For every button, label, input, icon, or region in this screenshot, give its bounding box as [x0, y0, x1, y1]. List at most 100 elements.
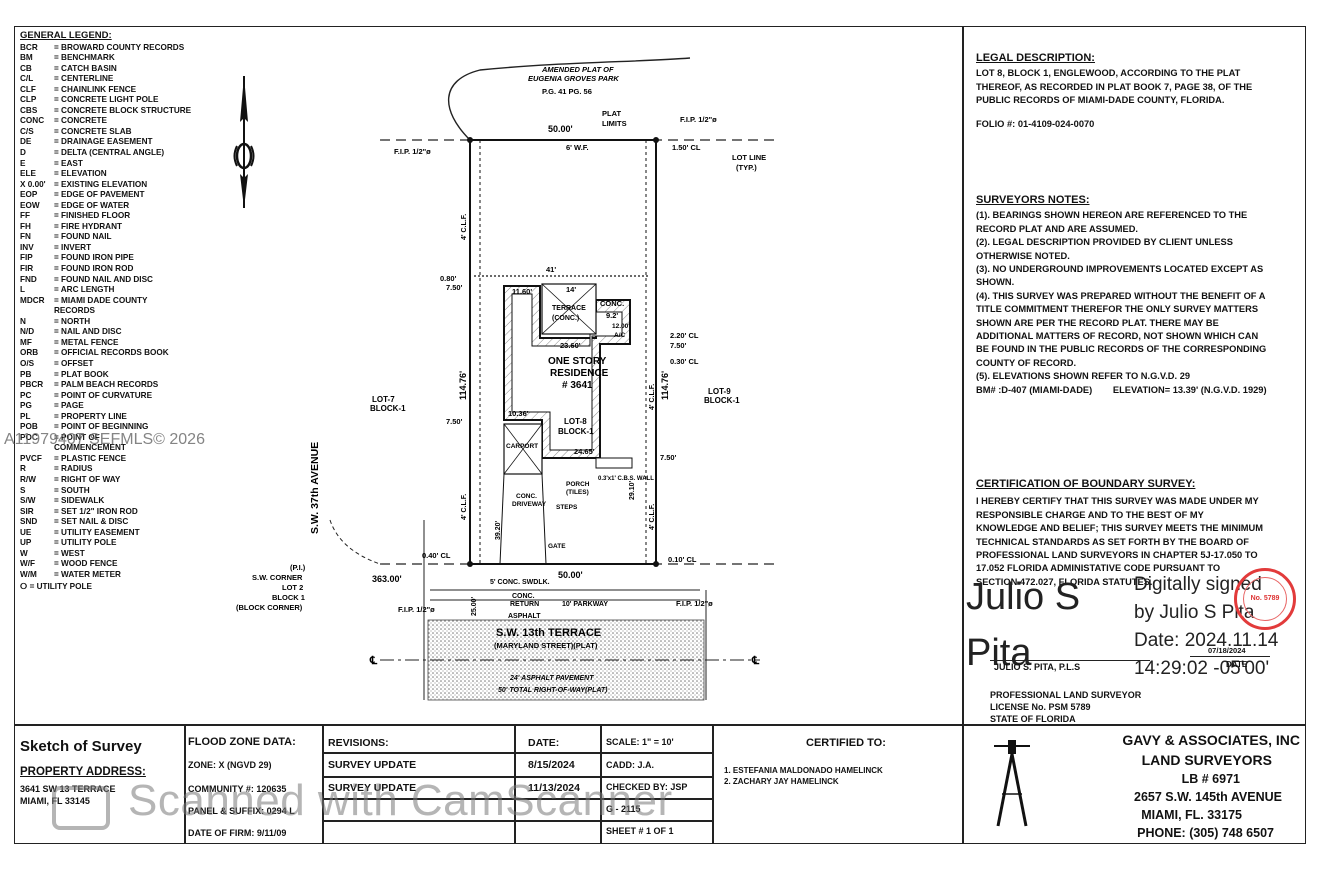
- legend-abbr: N: [20, 316, 26, 326]
- plat-title-2: EUGENIA GROVES PARK: [528, 74, 619, 83]
- license-number: LICENSE No. PSM 5789: [990, 702, 1091, 712]
- note-line: COUNTY OF RECORD.: [976, 357, 1077, 368]
- note-line: (4). THIS SURVEY WAS PREPARED WITHOUT TH…: [976, 290, 1266, 301]
- lot9-label: LOT-9: [708, 387, 731, 396]
- dim-36300: 363.00': [372, 574, 402, 584]
- sheet-number: SHEET # 1 OF 1: [606, 826, 674, 836]
- general-legend: GENERAL LEGEND: BCR= BROWARD COUNTY RECO…: [20, 30, 220, 593]
- legend-item: COMMENCEMENT: [20, 443, 220, 454]
- legend-desc: COMMENCEMENT: [54, 443, 126, 453]
- legend-desc: = SIDEWALK: [54, 496, 105, 506]
- legend-desc: = FOUND IRON ROD: [54, 264, 134, 274]
- legend-desc: = EDGE OF WATER: [54, 200, 130, 210]
- legend-desc: = PLASTIC FENCE: [54, 453, 127, 463]
- return: RETURN: [510, 601, 539, 608]
- legend-item: O/S= OFFSET: [20, 359, 220, 370]
- legend-abbr: PBCR: [20, 380, 44, 390]
- date-line: [1190, 656, 1270, 657]
- legend-item: W/M= WATER METER: [20, 570, 220, 581]
- residence-3: # 3641: [562, 380, 593, 391]
- legend-item: PC= POINT OF CURVATURE: [20, 391, 220, 402]
- dim-750c: 7.50': [446, 417, 463, 426]
- cert-line: 17.052 FLORIDA ADMINISTATIVE CODE PURSUA…: [976, 563, 1221, 574]
- legend-item: R= RADIUS: [20, 464, 220, 475]
- panel-suffix: PANEL & SUFFIX: 0294 L: [188, 806, 295, 816]
- legend-item: X 0.00'= EXISTING ELEVATION: [20, 180, 220, 191]
- centerline-west: ℄: [369, 655, 378, 667]
- firm-date: DATE OF FIRM: 9/11/09: [188, 828, 287, 838]
- legend-item: UE= UTILITY EASEMENT: [20, 528, 220, 539]
- folio-number: FOLIO #: 01-4109-024-0070: [976, 118, 1095, 129]
- porch: PORCH: [566, 481, 590, 488]
- tb-divider: [514, 724, 516, 844]
- legend-abbr: X 0.00': [20, 179, 46, 189]
- legend-abbr: D: [20, 148, 26, 158]
- tb-divider: [322, 724, 324, 844]
- sign-date: 07/18/2024: [1208, 646, 1246, 655]
- legend-item: DE= DRAINAGE EASEMENT: [20, 137, 220, 148]
- compass-divider-icon: [994, 740, 1030, 827]
- lot7-block: BLOCK-1: [370, 404, 406, 413]
- dim-080: 0.80': [440, 274, 457, 283]
- legend-desc: = OFFICIAL RECORDS BOOK: [54, 348, 169, 358]
- legend-item: CBS= CONCRETE BLOCK STRUCTURE: [20, 106, 220, 117]
- legend-abbr: E: [20, 158, 26, 168]
- carport: CARPORT: [506, 443, 538, 450]
- legend-item: S/W= SIDEWALK: [20, 496, 220, 507]
- revision-2: SURVEY UPDATE: [328, 782, 417, 794]
- printed-name: JULIO S. PITA, P.L.S: [994, 662, 1081, 672]
- residence-2: RESIDENCE: [550, 368, 609, 379]
- steps: STEPS: [556, 504, 578, 511]
- legend-abbr: O/S: [20, 358, 35, 368]
- legend-desc: = BROWARD COUNTY RECORDS: [54, 42, 185, 52]
- legend-abbr: S: [20, 485, 26, 495]
- residence-1: ONE STORY: [548, 356, 607, 367]
- legend-item: EOW= EDGE OF WATER: [20, 201, 220, 212]
- dim-1160: 11.60': [512, 287, 532, 296]
- legend-desc: = NAIL AND DISC: [54, 327, 122, 337]
- lot8-label: LOT-8: [564, 417, 587, 426]
- ac-unit: A/C: [614, 332, 626, 339]
- legend-item: BM= BENCHMARK: [20, 53, 220, 64]
- wood-fence: 6' W.F.: [566, 143, 589, 152]
- tb-divider: [184, 724, 186, 844]
- certified-heading: CERTIFIED TO:: [806, 737, 886, 749]
- revisions-heading: REVISIONS:: [328, 737, 389, 749]
- surveyor-title: PROFESSIONAL LAND SURVEYOR: [990, 690, 1142, 700]
- porch-tiles: (TILES): [566, 489, 589, 496]
- legend-item: E= EAST: [20, 159, 220, 170]
- dim-41: 41': [546, 265, 556, 274]
- notes-heading: SURVEYORS NOTES:: [976, 194, 1090, 206]
- legend-item: INV= INVERT: [20, 243, 220, 254]
- dim-11476-east: 114.76': [660, 371, 670, 400]
- street-name: S.W. 13th TERRACE: [496, 627, 601, 639]
- legend-desc: = PAGE: [54, 401, 84, 411]
- conc-return: CONC.: [512, 593, 535, 600]
- legend-desc: = CONCRETE LIGHT POLE: [54, 95, 159, 105]
- digital-sig-4: 14:29:02 -05'00': [1134, 658, 1270, 679]
- legal-heading: LEGAL DESCRIPTION:: [976, 52, 1095, 64]
- revision-1: SURVEY UPDATE: [328, 759, 417, 771]
- legend-item: S = SOUTH: [20, 486, 220, 497]
- right-of-way: 50' TOTAL RIGHT-OF-WAY(PLAT): [498, 687, 608, 694]
- legend-abbr: PVCF: [20, 453, 42, 463]
- legend-abbr: UE: [20, 527, 32, 537]
- legend-abbr: CLF: [20, 84, 36, 94]
- legend-item: ORB= OFFICIAL RECORDS BOOK: [20, 348, 220, 359]
- legend-item: CLF= CHAINLINK FENCE: [20, 85, 220, 96]
- legend-desc: = SOUTH: [54, 485, 90, 495]
- legend-item: EOP= EDGE OF PAVEMENT: [20, 190, 220, 201]
- legend-abbr: PB: [20, 369, 32, 379]
- legend-desc: = INVERT: [54, 242, 92, 252]
- note-line: SHOWN.: [976, 277, 1015, 288]
- legend-item: FN= FOUND NAIL: [20, 232, 220, 243]
- fip-nw: F.I.P. 1/2"ø: [394, 147, 431, 156]
- legend-abbr: FIP: [20, 253, 33, 263]
- digital-sig-2: by Julio S Pita: [1134, 602, 1255, 623]
- legend-desc: = ELEVATION: [54, 169, 107, 179]
- legend-desc: = EDGE OF PAVEMENT: [54, 190, 145, 200]
- date-label: DATE: [1226, 660, 1248, 669]
- legend-abbr: FND: [20, 274, 37, 284]
- legend-item: CB= CATCH BASIN: [20, 64, 220, 75]
- cl-220: 2.20' CL: [670, 331, 699, 340]
